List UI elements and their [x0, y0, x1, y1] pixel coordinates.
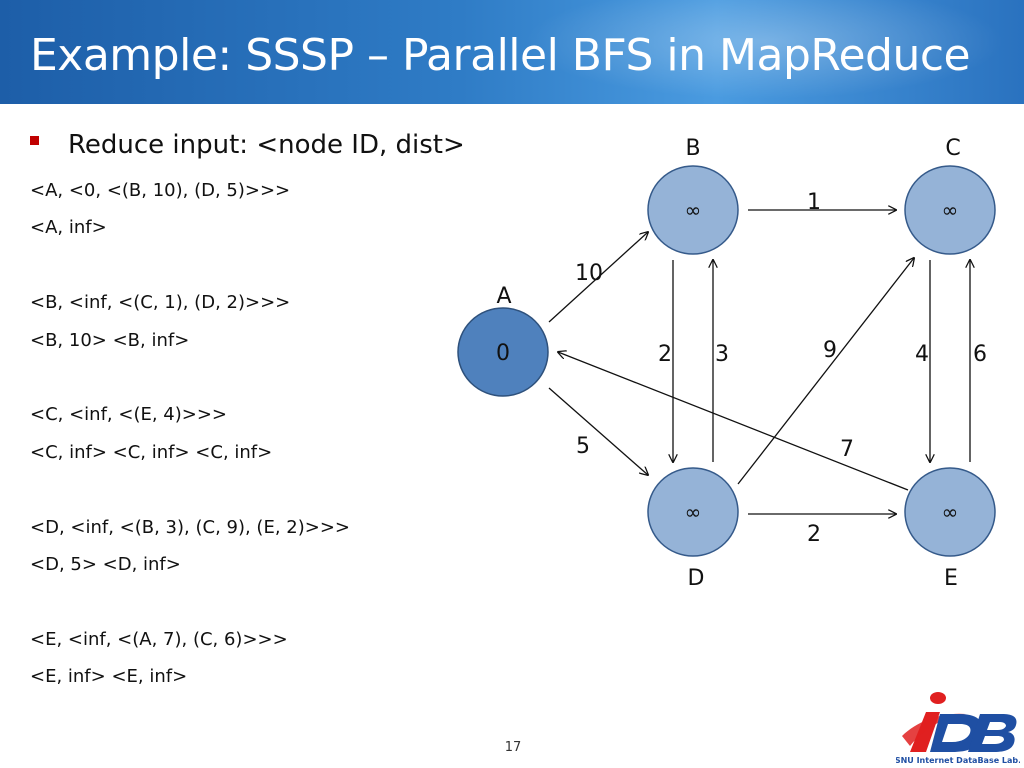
- node-a: [457, 307, 549, 397]
- edge-e-c-weight: 6: [973, 342, 987, 367]
- edge-d-c: [737, 258, 914, 485]
- reduce-input-line: <D, 5> <D, inf>: [30, 553, 181, 575]
- title-bar: Example: SSSP – Parallel BFS in MapReduc…: [0, 0, 1024, 104]
- reduce-input-line: <A, inf>: [30, 217, 107, 239]
- node-d-value: ∞: [685, 500, 702, 524]
- reduce-input-line: <A, <0, <(B, 10), (D, 5)>>>: [30, 180, 291, 201]
- node-e-value: ∞: [942, 500, 959, 524]
- node-c-label: C: [945, 136, 960, 161]
- node-c: [904, 165, 996, 255]
- edge-b-c-weight: 1: [807, 190, 821, 215]
- title-bar-sheen: [504, 0, 1024, 104]
- reduce-input-line: <B, <inf, <(C, 1), (D, 2)>>>: [30, 292, 291, 314]
- reduce-input-line: <B, 10> <B, inf>: [30, 329, 190, 351]
- edge-d-c-weight: 9: [823, 338, 837, 363]
- logo-b-icon: [968, 714, 1017, 752]
- edge-b-d-weight: 2: [658, 342, 672, 367]
- logo-d-icon: [930, 714, 984, 752]
- reduce-input-list: <A, <0, <(B, 10), (D, 5)>>> <A, inf> <B,…: [30, 176, 350, 699]
- node-c-value: ∞: [942, 198, 959, 222]
- bullet-point: Reduce input: <node ID, dist>: [30, 128, 465, 162]
- node-d-label: D: [688, 566, 705, 591]
- edge-e-a-weight: 7: [840, 437, 854, 462]
- edge-d-e-weight: 2: [807, 522, 821, 547]
- edge-d-b-weight: 3: [715, 342, 729, 367]
- reduce-input-line: <D, <inf, <(B, 3), (C, 9), (E, 2)>>>: [30, 516, 350, 538]
- bullet-square-icon: [30, 135, 39, 145]
- reduce-input-line: <E, inf> <E, inf>: [30, 666, 188, 688]
- node-d: [647, 467, 739, 557]
- idb-logo: SNU Internet DataBase Lab.: [896, 692, 1020, 765]
- node-e: [904, 467, 996, 557]
- reduce-input-line: <C, inf> <C, inf> <C, inf>: [30, 441, 273, 463]
- edge-c-e-weight: 4: [915, 342, 929, 367]
- node-b: [647, 165, 739, 255]
- logo-i-dot-icon: [930, 692, 946, 704]
- node-b-label: B: [685, 136, 700, 161]
- node-a-value: 0: [496, 341, 510, 366]
- logo-caption: SNU Internet DataBase Lab.: [896, 756, 1020, 765]
- page-number: 17: [504, 740, 522, 755]
- node-e-label: E: [944, 566, 958, 591]
- edge-a-b-weight: 10: [575, 261, 603, 286]
- edge-a-d-weight: 5: [576, 434, 590, 459]
- node-a-label: A: [496, 284, 511, 309]
- edge-e-a: [558, 352, 909, 491]
- logo-swoosh-icon: [902, 713, 966, 746]
- node-b-value: ∞: [685, 198, 702, 222]
- slide-title: Example: SSSP – Parallel BFS in MapReduc…: [30, 30, 971, 81]
- reduce-input-line: <C, <inf, <(E, 4)>>>: [30, 404, 228, 426]
- edge-a-b: [548, 232, 648, 323]
- reduce-input-line: <E, <inf, <(A, 7), (C, 6)>>>: [30, 628, 288, 650]
- edge-a-d: [548, 387, 648, 475]
- bullet-text: Reduce input: <node ID, dist>: [68, 130, 465, 160]
